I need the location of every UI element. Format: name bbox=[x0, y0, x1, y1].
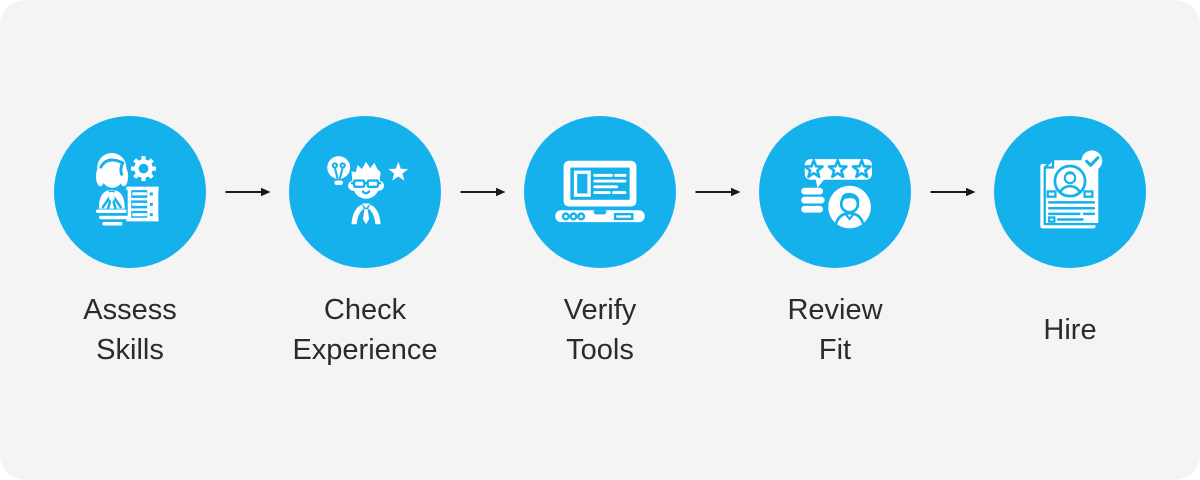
connector bbox=[911, 116, 994, 268]
connector bbox=[441, 116, 524, 268]
step-label: Check Experience bbox=[292, 294, 438, 366]
arrow-right-icon bbox=[225, 187, 270, 197]
step-hire: Hire bbox=[994, 116, 1146, 346]
step-circle bbox=[289, 116, 441, 268]
rating-person-icon bbox=[801, 158, 872, 229]
step-verify-tools: Verify Tools bbox=[524, 116, 676, 366]
connector bbox=[206, 116, 289, 268]
step-label: Review Fit bbox=[787, 294, 883, 366]
step-circle bbox=[994, 116, 1146, 268]
arrow-right-icon bbox=[460, 187, 505, 197]
step-review-fit: Review Fit bbox=[759, 116, 911, 366]
step-check-experience: Check Experience bbox=[289, 116, 441, 366]
step-assess-skills: Assess Skills bbox=[54, 116, 206, 366]
laptop-icon bbox=[555, 160, 645, 223]
process-flow: Assess Skills bbox=[0, 116, 1200, 366]
connector bbox=[676, 116, 759, 268]
step-circle bbox=[54, 116, 206, 268]
step-circle bbox=[759, 116, 911, 268]
arrow-right-icon bbox=[695, 187, 740, 197]
resume-approved-icon bbox=[1040, 150, 1103, 229]
person-gear-server-icon bbox=[95, 153, 159, 226]
step-label: Hire bbox=[1043, 314, 1097, 346]
person-idea-star-icon bbox=[327, 156, 409, 225]
step-label: Verify Tools bbox=[563, 294, 637, 366]
step-circle bbox=[524, 116, 676, 268]
step-label: Assess Skills bbox=[83, 294, 177, 366]
arrow-right-icon bbox=[930, 187, 975, 197]
